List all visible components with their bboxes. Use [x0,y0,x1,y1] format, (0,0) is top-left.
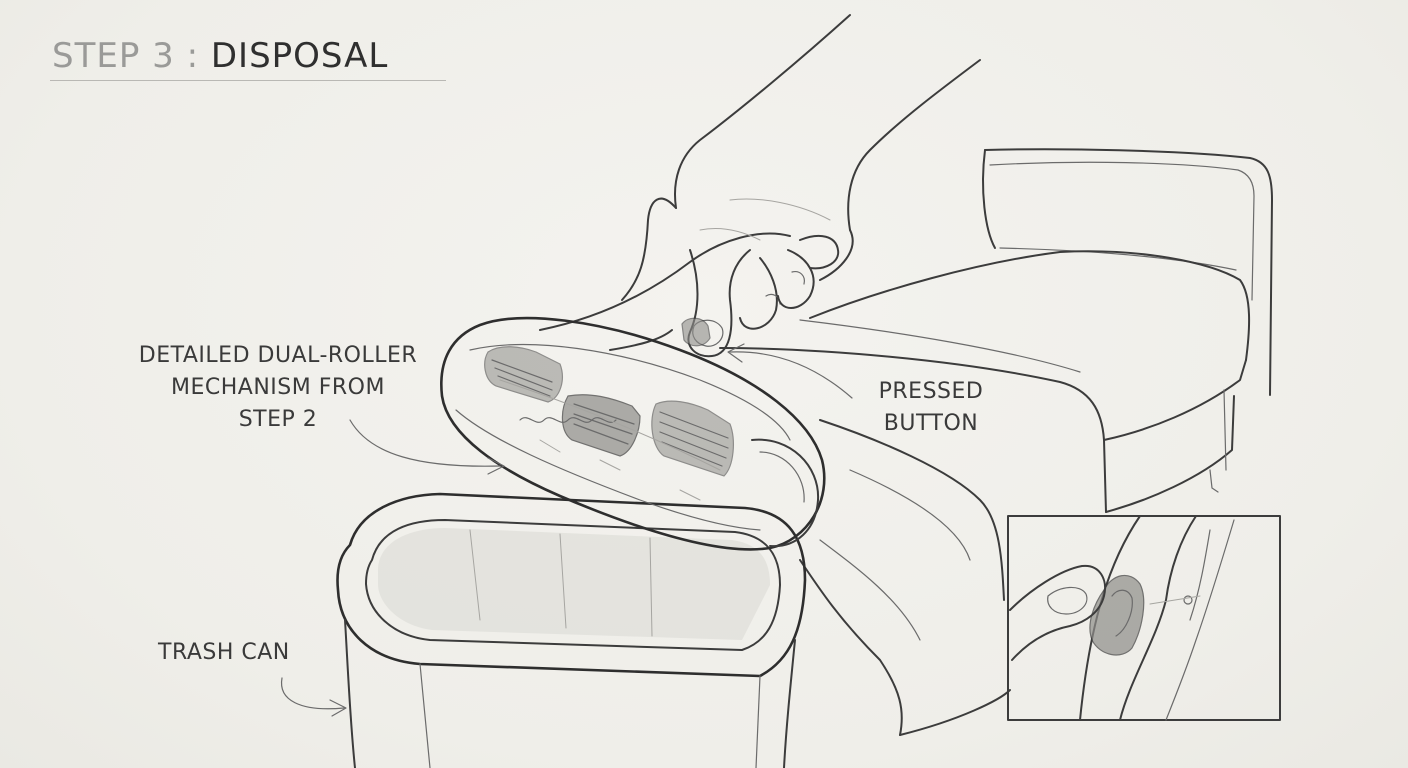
step-name: DISPOSAL [210,36,389,76]
callout-mechanism-line-1: DETAILED DUAL-ROLLER [138,343,418,368]
trash-can-icon [336,492,807,768]
callout-button-label: PRESSED BUTTON [858,376,1004,440]
sofa-icon [719,148,1273,736]
callout-button-line-1: PRESSED [878,379,984,404]
title-separator: : [186,36,200,76]
callout-trash-label: TRASH CAN [158,640,290,665]
hand-icon [621,14,981,358]
lint-roller-icon [440,232,826,551]
callout-button-line-2: BUTTON [883,411,979,436]
callout-arrows [280,343,853,717]
title-underline [50,80,446,81]
callout-mechanism-line-2: MECHANISM FROM [171,375,385,400]
callout-mechanism-line-3: STEP 2 [238,407,318,432]
step-number: STEP 3 [52,36,175,76]
button-detail-icon [1007,515,1281,721]
page-title: STEP 3 : DISPOSAL [52,36,388,76]
callout-mechanism-label: DETAILED DUAL-ROLLER MECHANISM FROM STEP… [118,340,438,436]
